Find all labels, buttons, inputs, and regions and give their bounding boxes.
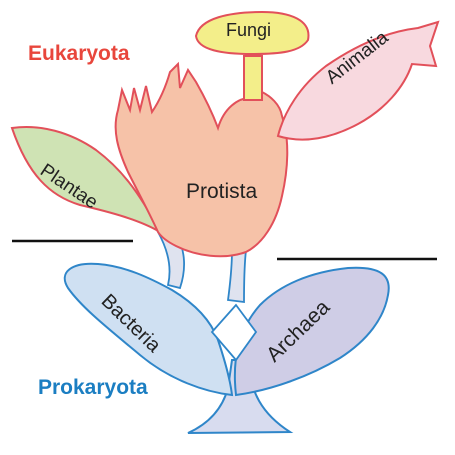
animalia-body <box>276 20 440 141</box>
protista-body <box>114 61 289 258</box>
fungi-stalk <box>243 55 263 101</box>
archaea-leaf <box>233 266 390 397</box>
eukaryota-label: Eukaryota <box>28 42 130 65</box>
fungi-cap <box>194 10 310 56</box>
fungi-label: Fungi <box>226 20 272 40</box>
stem-diamond <box>210 303 258 362</box>
protista-label: Protista <box>186 180 258 203</box>
prokaryota-label: Prokaryota <box>38 376 148 399</box>
stem-right <box>226 249 248 304</box>
plantae-leaf <box>10 126 163 235</box>
